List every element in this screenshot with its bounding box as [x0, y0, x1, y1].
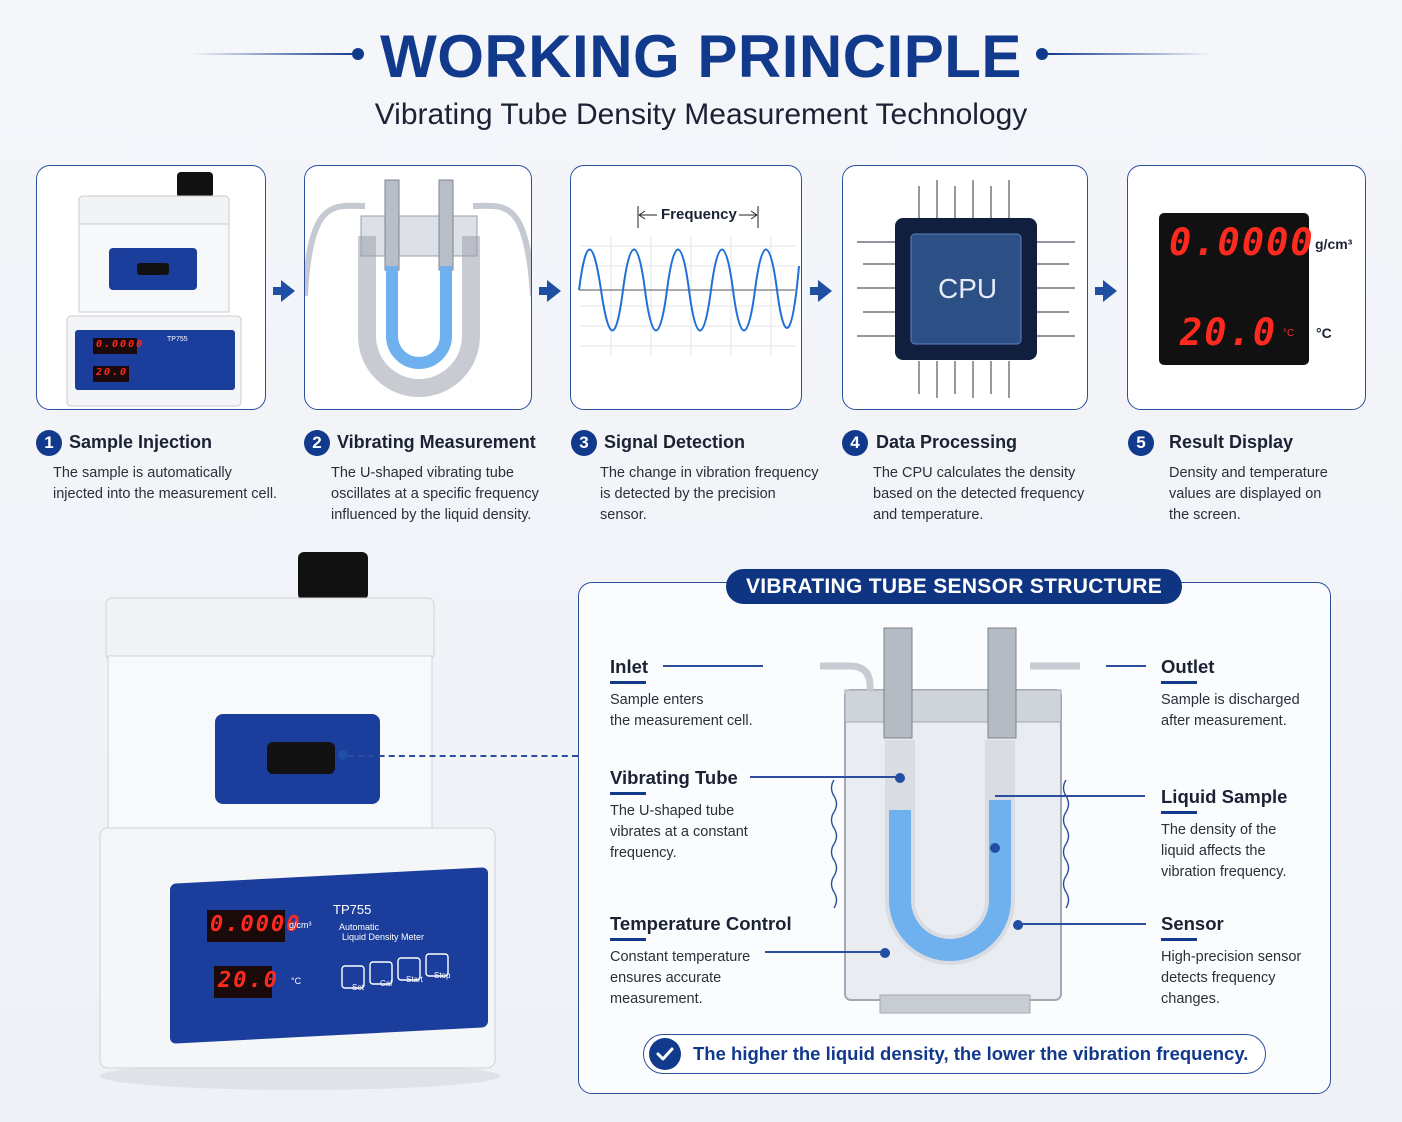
mini-temp-reading: 20.0	[96, 367, 129, 378]
check-circle-icon	[649, 1038, 681, 1070]
led-display-panel	[1159, 213, 1309, 365]
mini-density-reading: 0.0000	[96, 339, 145, 350]
step-5-title: Result Display	[1169, 432, 1294, 452]
step-4-title: Data Processing	[876, 432, 1018, 452]
display-density-unit: g/cm³	[1315, 236, 1353, 252]
frequency-wave-illustration	[578, 206, 800, 356]
device-temp-unit: °C	[291, 976, 302, 986]
title-decor-line-left	[190, 53, 355, 55]
frequency-label: Frequency	[661, 206, 737, 223]
cpu-label: CPU	[938, 273, 998, 304]
step-card-result-display: 0.0000 20.0 °C g/cm³ °C	[1127, 165, 1366, 410]
sensor-cross-section	[820, 627, 1080, 1014]
device-name-line1: Automatic	[339, 922, 380, 932]
step-3-title: Signal Detection	[604, 432, 746, 452]
step-2-number: 2	[304, 430, 330, 456]
sensor-structure-heading: VIBRATING TUBE SENSOR STRUCTURE	[726, 569, 1182, 604]
device-to-structure-connector	[348, 755, 578, 757]
liquid-sample-label: Liquid Sample The density of the liquid …	[1161, 786, 1288, 880]
device-button-start: Start	[406, 975, 423, 984]
display-density-value: 0.0000	[1169, 221, 1315, 264]
step-card-signal-detection: Frequency	[570, 165, 802, 410]
device-density-unit: g/cm³	[289, 920, 312, 930]
step-4-number: 4	[842, 430, 868, 456]
step-1-title: Sample Injection	[69, 432, 213, 452]
cpu-chip-illustration	[857, 180, 1075, 398]
outlet-callout-line	[1106, 665, 1146, 667]
sensor-label: Sensor High-precision sensor detects fre…	[1161, 913, 1302, 1007]
display-temp-value: 20.0	[1180, 311, 1278, 354]
conclusion-text: The higher the liquid density, the lower…	[693, 1043, 1249, 1064]
vibrating-tube-label: Vibrating Tube The U-shaped tube vibrate…	[610, 767, 748, 861]
device-density-reading: 0.0000	[210, 912, 302, 937]
temperature-control-callout-line	[765, 951, 885, 953]
u-tube-illustration	[305, 179, 531, 397]
step-card-sample-injection: 0.0000 20.0 TP755	[36, 165, 266, 410]
vibrating-tube-callout-line	[750, 776, 900, 778]
display-temp-unit-small: °C	[1283, 328, 1295, 339]
device-button-set: Set	[352, 983, 365, 992]
density-meter-device	[99, 552, 500, 1090]
mini-device-illustration	[66, 172, 242, 407]
title-decor-line-right	[1047, 53, 1212, 55]
liquid-sample-callout-line	[995, 795, 1145, 797]
inlet-label: Inlet Sample enters the measurement cell…	[610, 656, 753, 729]
device-button-cal: Cal	[380, 979, 393, 988]
step-2-title: Vibrating Measurement	[337, 432, 536, 452]
sensor-callout-line	[1018, 923, 1146, 925]
step-3-number: 3	[571, 430, 597, 456]
mini-model-label: TP755	[167, 336, 188, 343]
step-card-vibrating-measurement	[304, 165, 532, 410]
device-button-stop: Stop	[434, 971, 451, 980]
device-model-label: TP755	[333, 902, 372, 917]
outlet-label: Outlet Sample is discharged after measur…	[1161, 656, 1300, 729]
step-1-number: 1	[36, 430, 62, 456]
display-temp-unit: °C	[1316, 325, 1332, 341]
temperature-control-label: Temperature Control Constant temperature…	[610, 913, 792, 1007]
device-temp-reading: 20.0	[218, 968, 279, 993]
step-5-number: 5	[1128, 430, 1154, 456]
conclusion-banner	[643, 1034, 1266, 1074]
title-decor-dot-right	[1036, 48, 1048, 60]
inlet-callout-line	[663, 665, 763, 667]
page-title: WORKING PRINCIPLE	[380, 23, 1022, 90]
step-card-data-processing: CPU	[842, 165, 1088, 410]
title-decor-dot-left	[352, 48, 364, 60]
page-subtitle: Vibrating Tube Density Measurement Techn…	[374, 98, 1028, 131]
device-name-line2: Liquid Density Meter	[342, 932, 425, 942]
